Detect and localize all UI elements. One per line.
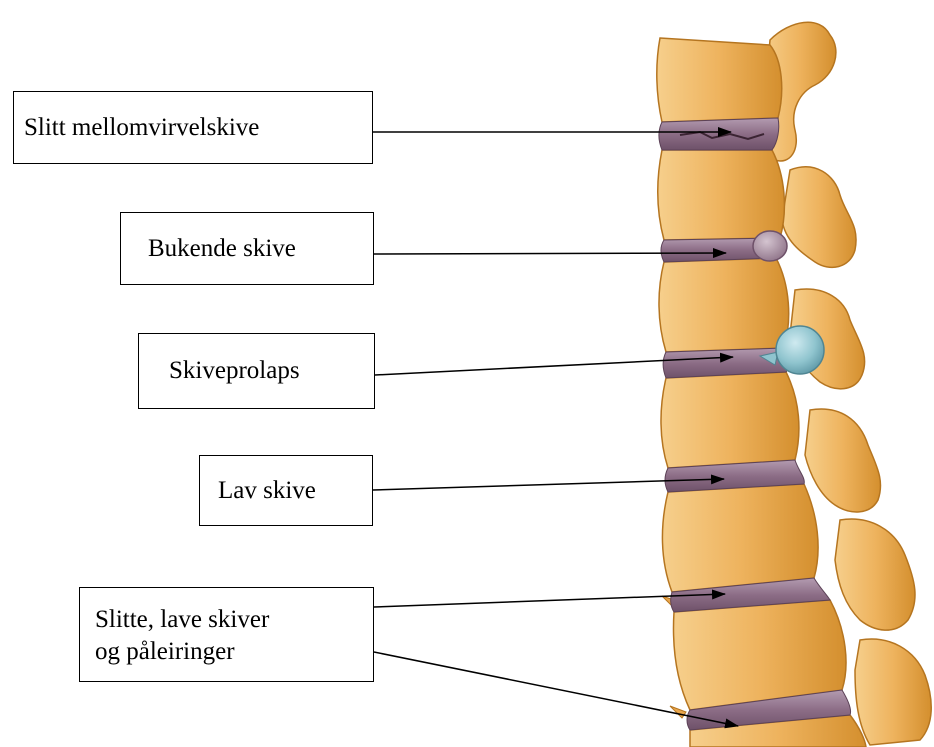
label-worn-disc: Slitt mellomvirvelskive	[13, 91, 373, 164]
label-bulging-disc-text: Bukende skive	[148, 233, 296, 264]
label-worn-low-discs-line2: og påleiringer	[95, 636, 235, 667]
label-herniated-disc: Skiveprolaps	[138, 333, 375, 409]
label-worn-low-discs-line1: Slitte, lave skiver	[95, 604, 269, 635]
label-low-disc: Lav skive	[199, 455, 373, 526]
arrow-bulging-disc	[374, 253, 726, 254]
bulging-disc-mass	[753, 231, 787, 261]
label-bulging-disc: Bukende skive	[120, 212, 374, 285]
label-worn-low-discs: Slitte, lave skiver og påleiringer	[79, 587, 374, 682]
label-low-disc-text: Lav skive	[218, 475, 316, 506]
label-herniated-disc-text: Skiveprolaps	[169, 355, 300, 386]
label-worn-disc-text: Slitt mellomvirvelskive	[24, 112, 259, 143]
